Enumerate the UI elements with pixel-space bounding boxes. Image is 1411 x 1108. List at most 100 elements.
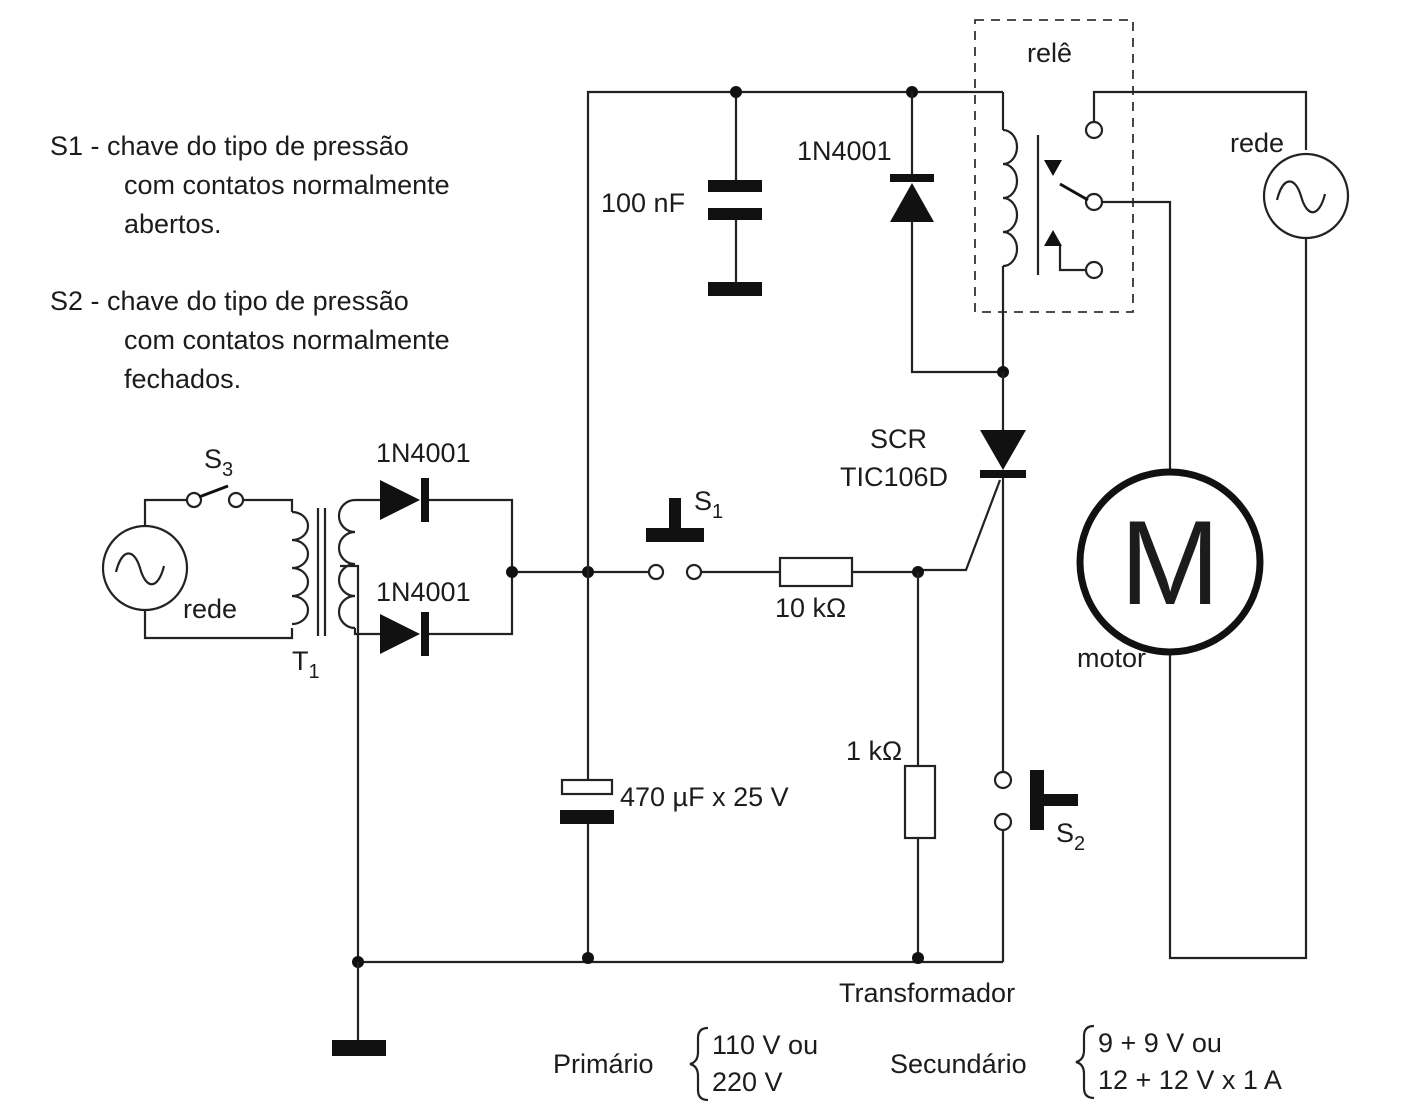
rede-left-label: rede: [183, 594, 237, 624]
relay-contact-no: [1084, 260, 1104, 280]
t1-label: T1: [292, 646, 320, 683]
capacitor-470uf: 470 µF x 25 V: [560, 778, 789, 824]
s3-lever: [198, 484, 229, 499]
wire-source-top: [143, 498, 186, 526]
note-s2-line3: fechados.: [124, 364, 241, 394]
ac-source-icon: [101, 524, 189, 612]
wire-flyback-bottom: [910, 222, 1003, 374]
mains-source-left: rede: [101, 524, 237, 624]
s1-terminal-b: [685, 563, 703, 581]
relay-outline: [974, 19, 1134, 313]
wire-s3-to-primary: [238, 498, 294, 512]
sine-wave-icon: [1275, 180, 1327, 214]
motor-icon: [1076, 468, 1264, 656]
diode-flyback-bar: [890, 174, 934, 182]
wire-scr-gate: [918, 479, 1002, 572]
spec-primary-1: 110 V ou: [712, 1030, 818, 1060]
cap-100nf-label: 100 nF: [601, 188, 685, 218]
switch-s3: S3: [185, 444, 245, 509]
relay-arrow-up-icon: [1044, 230, 1062, 246]
s2-button-icon: [1030, 770, 1044, 830]
wire-sec-bottom: [353, 628, 380, 636]
d3-label: 1N4001: [797, 136, 892, 166]
secondary-brace-icon: [1075, 1024, 1095, 1100]
s2-terminal-a: [993, 770, 1013, 790]
ground-symbol-icon: [332, 1040, 386, 1056]
sine-wave-icon: [114, 552, 166, 586]
transformer-spec: Transformador Primário 110 V ou 220 V Se…: [553, 978, 1282, 1102]
s3-label: S3: [204, 444, 233, 481]
resistor-1k-body: [903, 764, 937, 840]
diode-d1-bar: [421, 478, 429, 522]
resistor-10k: 10 kΩ: [775, 556, 854, 623]
capacitor-100nf: 100 nF: [601, 92, 762, 296]
note-s1-line1: S1 - chave do tipo de pressão: [50, 131, 409, 161]
relay: relê: [974, 19, 1308, 478]
junction-dot: [582, 952, 594, 964]
motor-label: motor: [1077, 643, 1146, 673]
junction-dot: [912, 952, 924, 964]
spec-primary-label: Primário: [553, 1049, 654, 1079]
mains-source-right: rede: [1168, 128, 1350, 960]
cap-470uf-plate-negative: [560, 810, 614, 824]
s1-button-stem: [669, 498, 681, 528]
wire-relay-no: [1058, 246, 1086, 272]
spec-secondary-2: 12 + 12 V x 1 A: [1098, 1065, 1282, 1095]
wire-mains-to-motor: [1168, 238, 1308, 960]
diode-d1-icon: [380, 480, 420, 520]
spec-primary-2: 220 V: [712, 1067, 783, 1097]
relay-label: relê: [1027, 38, 1072, 68]
secondary-winding-icon: [337, 498, 356, 630]
diode-d2-icon: [380, 614, 420, 654]
s2-label: S2: [1056, 818, 1085, 855]
s1-label: S1: [694, 486, 723, 523]
d1-label: 1N4001: [376, 438, 471, 468]
d2-label: 1N4001: [376, 577, 471, 607]
wire-source-bottom: [143, 610, 294, 640]
relay-coil-icon: [1002, 128, 1019, 268]
diode-d2: 1N4001: [376, 577, 471, 656]
note-s2-line1: S2 - chave do tipo de pressão: [50, 286, 409, 316]
resistor-10k-body: [778, 556, 854, 588]
junction-dot: [730, 86, 742, 98]
wire-relay-to-mains: [1092, 90, 1308, 150]
r1k-label: 1 kΩ: [846, 736, 902, 766]
switch-s2: S2: [993, 770, 1085, 962]
note-s1-line3: abertos.: [124, 209, 222, 239]
primary-brace-icon: [689, 1026, 709, 1102]
switch-s1: S1: [646, 486, 723, 581]
wire-top-rail: [586, 90, 1003, 572]
motor: M motor: [1076, 468, 1264, 673]
scr-icon: [980, 430, 1026, 470]
diode-d2-bar: [421, 612, 429, 656]
spec-secondary-label: Secundário: [890, 1049, 1027, 1079]
notes: S1 - chave do tipo de pressão com contat…: [50, 131, 450, 394]
s2-button-stem: [1044, 794, 1078, 806]
scr-label-2: TIC106D: [840, 462, 948, 492]
note-s1-line2: com contatos normalmente: [124, 170, 450, 200]
scr: SCR TIC106D: [840, 372, 1026, 772]
s3-terminal-b: [227, 491, 245, 509]
cap-100nf-plate-b: [708, 208, 762, 220]
motor-letter: M: [1120, 496, 1220, 630]
relay-contact-common: [1084, 192, 1104, 212]
wire-center-tap: [340, 564, 360, 962]
scr-bar: [980, 470, 1026, 478]
s2-terminal-b: [993, 812, 1013, 832]
transformer-t1: T1: [291, 498, 356, 683]
cap-100nf-plate-a: [708, 180, 762, 192]
ac-source-icon: [1262, 152, 1350, 240]
primary-winding-icon: [291, 510, 310, 626]
relay-switch-blade: [1059, 182, 1089, 202]
junction-dot: [506, 566, 518, 578]
spec-secondary-1: 9 + 9 V ou: [1098, 1028, 1222, 1058]
r10k-label: 10 kΩ: [775, 593, 846, 623]
cap-470uf-plate-positive: [560, 778, 614, 796]
note-s2-line2: com contatos normalmente: [124, 325, 450, 355]
resistor-1k: 1 kΩ: [846, 572, 937, 962]
s3-terminal-a: [185, 491, 203, 509]
relay-arrow-down-icon: [1044, 160, 1062, 176]
ground-symbol-icon: [708, 282, 762, 296]
diode-d1: 1N4001: [376, 438, 471, 522]
